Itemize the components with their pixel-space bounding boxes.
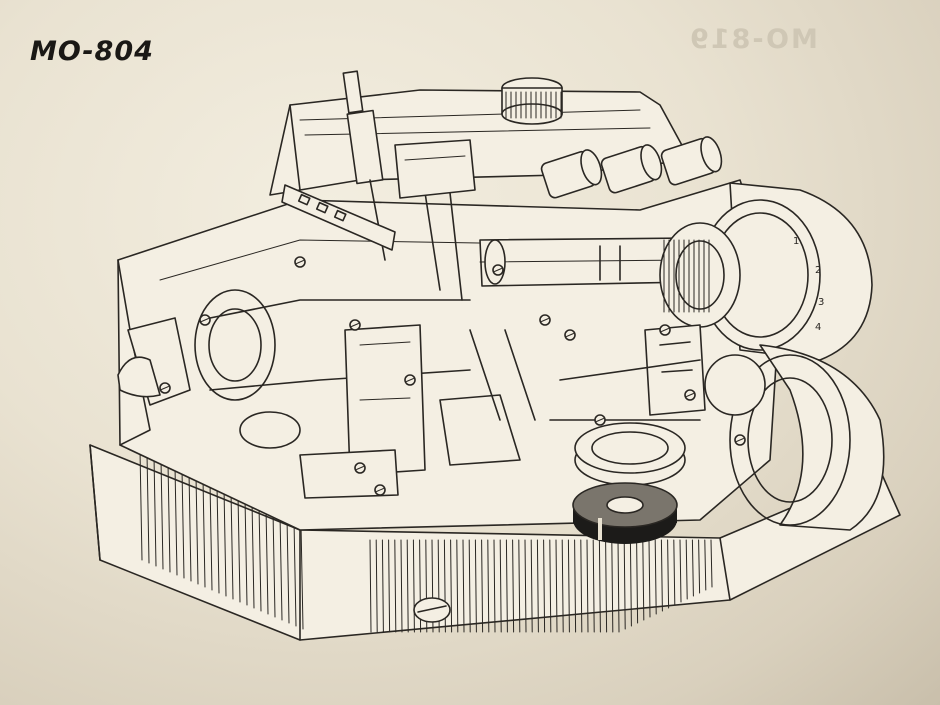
cooling-fins-left [139,449,304,630]
main-shaft [479,237,693,287]
lower-geared-roller [574,422,686,486]
needle-bar-assembly [342,70,476,301]
slotted-guide-bar [281,184,396,251]
top-knurled-knob [501,77,563,125]
front-drain-screw [413,597,451,623]
looper-feed-area [299,324,536,499]
dial-label-1: 1 [793,236,799,247]
base-casting [89,444,901,641]
dial-label-3: 3 [818,297,824,308]
dial-label-4: 4 [815,322,821,333]
right-pulleys [659,182,885,531]
dial-label-2: 2 [815,265,821,276]
screws [159,256,746,496]
dark-bobbin-block [572,482,678,544]
thread-tension-cylinders [540,136,723,199]
model-title: MO-804 [30,36,154,67]
dial-scale: 1 2 3 4 [793,236,824,333]
